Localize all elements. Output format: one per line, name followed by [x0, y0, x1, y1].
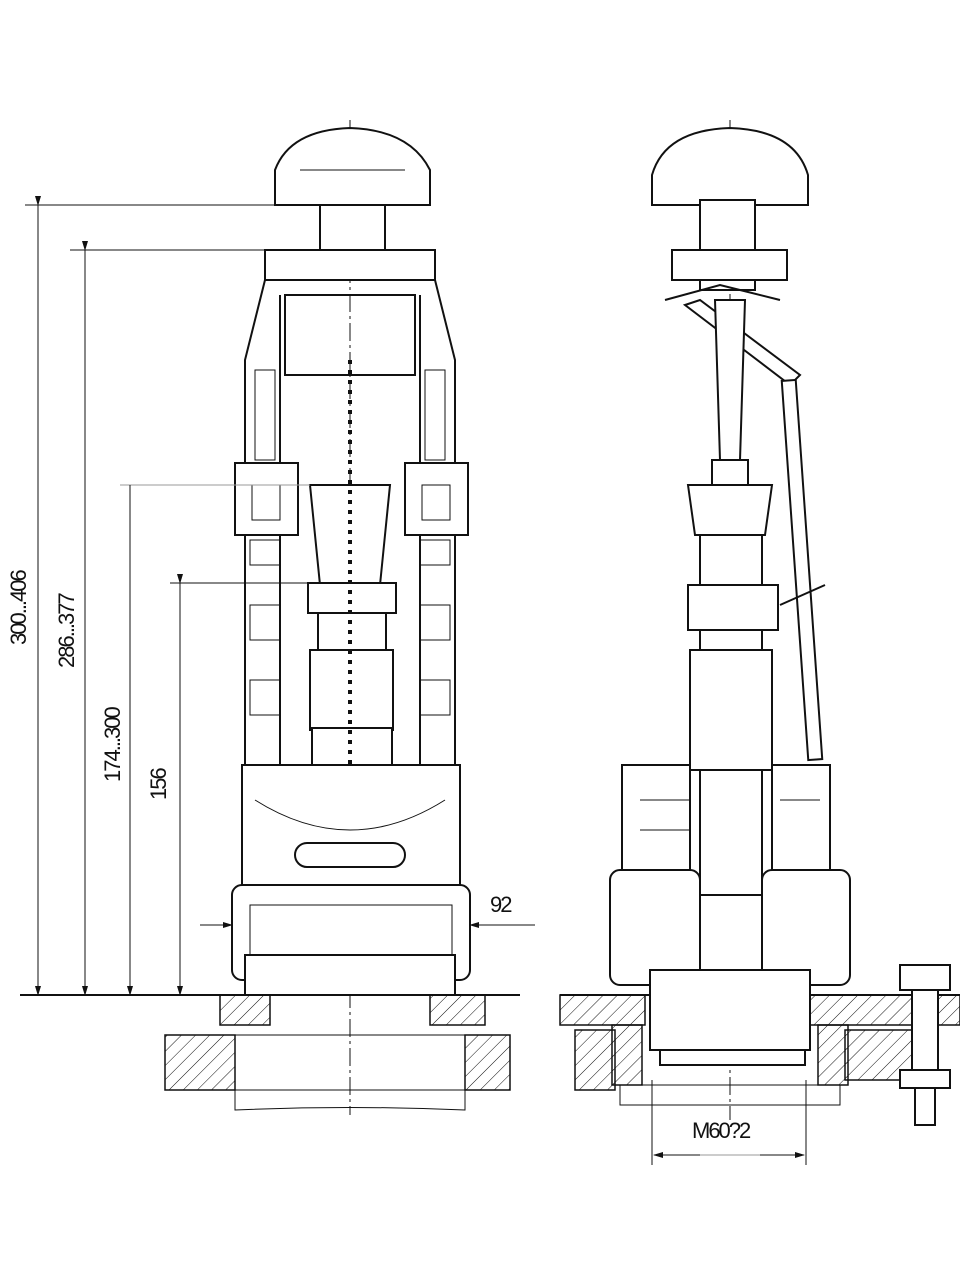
dim-base-width: 92 — [490, 892, 512, 917]
button-knob — [274, 126, 431, 206]
dimension-lines — [25, 196, 535, 996]
dim-valve-height: 156 — [146, 768, 171, 800]
thread-socket — [649, 969, 811, 1051]
side-chain-ladder — [780, 378, 824, 762]
dim-frame-height: 286...377 — [54, 592, 79, 668]
ladder-left — [249, 369, 281, 716]
front-view: 300...406 286...377 174...300 156 92 — [6, 120, 535, 1115]
side-button-knob — [651, 126, 809, 206]
fixing-bolt — [899, 964, 951, 1126]
dim-float-height: 174...300 — [100, 706, 125, 782]
dim-thread: M60?2 — [692, 1118, 751, 1143]
side-view: M60?2 — [559, 120, 960, 1165]
frame-top — [264, 249, 436, 281]
dim-overall-height: 300...406 — [6, 569, 31, 645]
stem — [319, 204, 386, 251]
clip-left — [234, 462, 299, 536]
clip-right — [404, 462, 469, 536]
ladder-right — [419, 369, 451, 716]
